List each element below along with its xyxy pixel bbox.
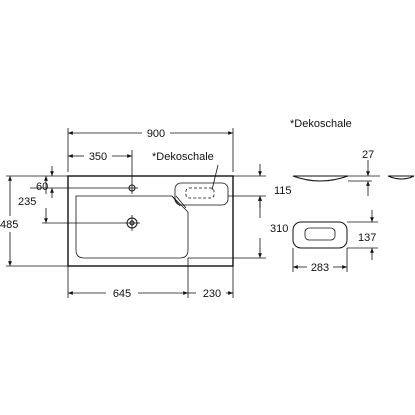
drain-symbol: [124, 215, 140, 231]
label-645: 645: [113, 288, 131, 300]
label-310: 310: [270, 223, 288, 235]
label-350: 350: [89, 151, 107, 163]
label-230: 230: [203, 288, 221, 300]
basin-outline: [67, 175, 234, 267]
dim-900: [67, 128, 234, 172]
label-dekoschale-main: *Dekoschale: [152, 151, 214, 163]
label-900: 900: [147, 128, 165, 140]
tap-hole-symbol: [126, 182, 138, 194]
dim-485: [6, 175, 68, 267]
dim-60: [30, 166, 126, 198]
deko-top-view: [292, 210, 378, 272]
leader-dekoschale: [211, 164, 219, 191]
dim-235: [42, 176, 124, 224]
label-dekoschale-detail: *Dekoschale: [290, 118, 352, 130]
label-27: 27: [362, 149, 374, 161]
label-137: 137: [358, 232, 376, 244]
label-60: 60: [36, 181, 48, 193]
dim-310: [188, 196, 266, 259]
dim-645-230: [67, 258, 234, 298]
dim-350: [68, 150, 133, 182]
label-485: 485: [0, 219, 18, 231]
deko-side-profile: [292, 160, 415, 196]
label-283: 283: [311, 262, 329, 274]
label-115: 115: [274, 185, 292, 197]
label-235: 235: [18, 196, 36, 208]
